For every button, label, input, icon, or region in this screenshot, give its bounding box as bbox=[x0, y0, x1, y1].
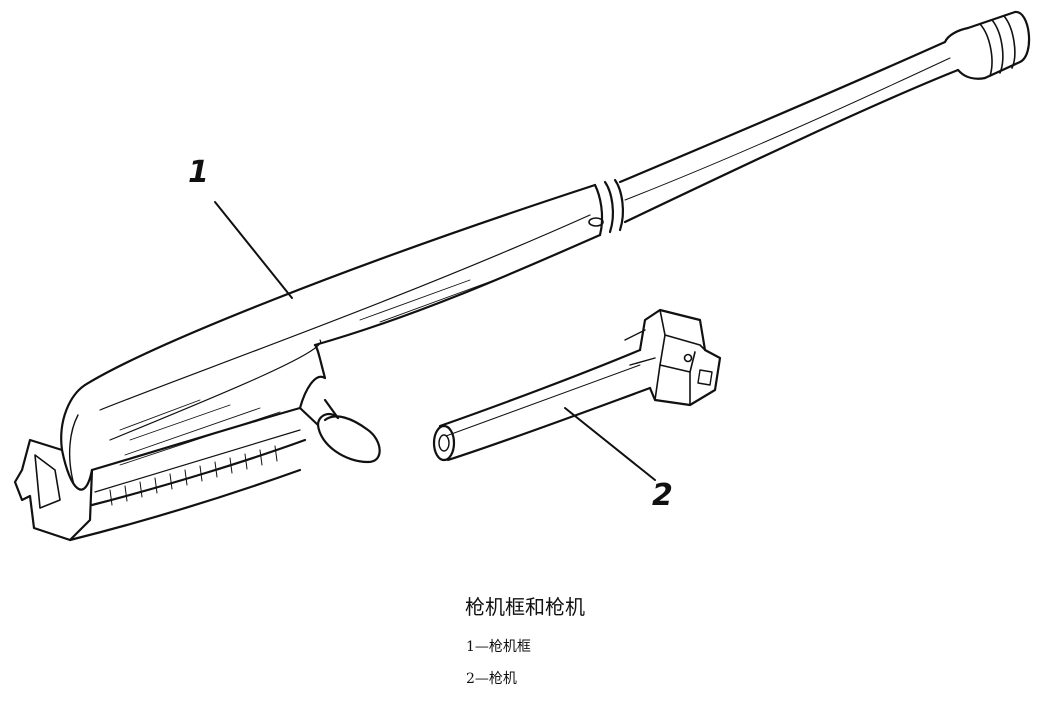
technical-drawing bbox=[13, 10, 1031, 542]
bolt-carrier-drawing bbox=[13, 10, 1031, 542]
legend-item-1: 1—枪机框 bbox=[466, 639, 531, 655]
leader-line-2 bbox=[564, 407, 656, 481]
leader-line-1 bbox=[214, 201, 293, 299]
callout-1: 1 bbox=[188, 155, 209, 190]
figure-title: 枪机框和枪机 bbox=[465, 595, 585, 619]
callout-2: 2 bbox=[652, 478, 673, 513]
bolt-drawing bbox=[432, 308, 722, 462]
legend-item-2: 2—枪机 bbox=[466, 671, 517, 687]
